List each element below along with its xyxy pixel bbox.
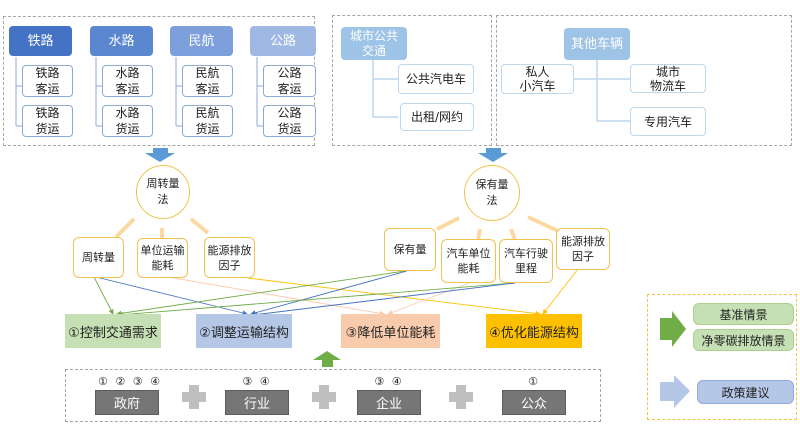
mode-header-water: 水路 (90, 26, 153, 56)
leaf-aviation-passenger: 民航 客运 (182, 65, 233, 97)
actor-enterprise: 企业 (357, 390, 421, 415)
actor-public: 公众 (502, 390, 566, 415)
leaf-private-car: 私人 小汽车 (501, 64, 574, 94)
leaf-special-vehicle: 专用汽车 (630, 107, 706, 136)
factor-ownership: 保有量 (384, 228, 436, 271)
goal-control-demand: ①控制交通需求 (65, 314, 161, 348)
mode-header-road: 公路 (250, 26, 316, 56)
factor-vehicle-unit-energy: 汽车单位 能耗 (441, 239, 496, 283)
mode-header-rail: 铁路 (9, 26, 72, 56)
method-ownership-circle: 保有量 法 (464, 165, 520, 221)
leaf-rail-freight: 铁路 货运 (22, 105, 73, 137)
leaf-road-passenger: 公路 客运 (263, 65, 316, 97)
goal-adjust-structure: ②调整运输结构 (196, 314, 292, 348)
method-turnover-circle: 周转量 法 (136, 165, 190, 219)
leaf-water-freight: 水路 货运 (102, 105, 153, 137)
legend-net-zero-scenario: 净零碳排放情景 (693, 329, 794, 351)
legend-policy-recommendation: 政策建议 (697, 380, 794, 404)
mode-header-aviation: 民航 (170, 26, 233, 56)
urban-transit-header: 城市公共 交通 (341, 27, 407, 60)
actor-goals-industry: ③ ④ (242, 375, 272, 388)
actor-goals-government: ① ② ③ ④ (98, 375, 162, 388)
factor-unit-transport-energy: 单位运输 能耗 (137, 238, 188, 278)
actor-government: 政府 (95, 390, 159, 415)
urban-transit-group (332, 15, 492, 146)
down-arrow-right (478, 148, 508, 162)
leaf-taxi: 出租/网约 (400, 103, 474, 131)
leaf-bus: 公共汽电车 (398, 64, 474, 94)
legend-baseline-scenario: 基准情景 (693, 303, 794, 325)
leaf-logistics-vehicle: 城市 物流车 (630, 64, 706, 93)
actor-goals-enterprise: ③ ④ (374, 375, 404, 388)
down-arrow-left (145, 148, 175, 162)
leaf-aviation-freight: 民航 货运 (182, 105, 233, 137)
factor-emission-factor-left: 能源排放 因子 (204, 237, 255, 278)
actor-industry: 行业 (225, 390, 289, 415)
up-arrow-actors (313, 351, 341, 367)
goal-optimize-energy: ④优化能源结构 (486, 314, 582, 348)
factor-emission-factor-right: 能源排放 因子 (556, 228, 610, 270)
factor-turnover: 周转量 (73, 237, 124, 278)
leaf-rail-passenger: 铁路 客运 (22, 65, 73, 97)
legend-group (647, 294, 797, 420)
leaf-water-passenger: 水路 客运 (102, 65, 153, 97)
other-vehicles-header: 其他车辆 (564, 28, 630, 60)
other-vehicles-group (496, 15, 792, 146)
actor-goals-public: ① (528, 375, 540, 388)
leaf-road-freight: 公路 货运 (263, 105, 316, 137)
factor-vehicle-mileage: 汽车行驶 里程 (499, 239, 553, 283)
goal-reduce-unit-energy: ③降低单位能耗 (341, 314, 440, 348)
actors-group (65, 369, 601, 422)
